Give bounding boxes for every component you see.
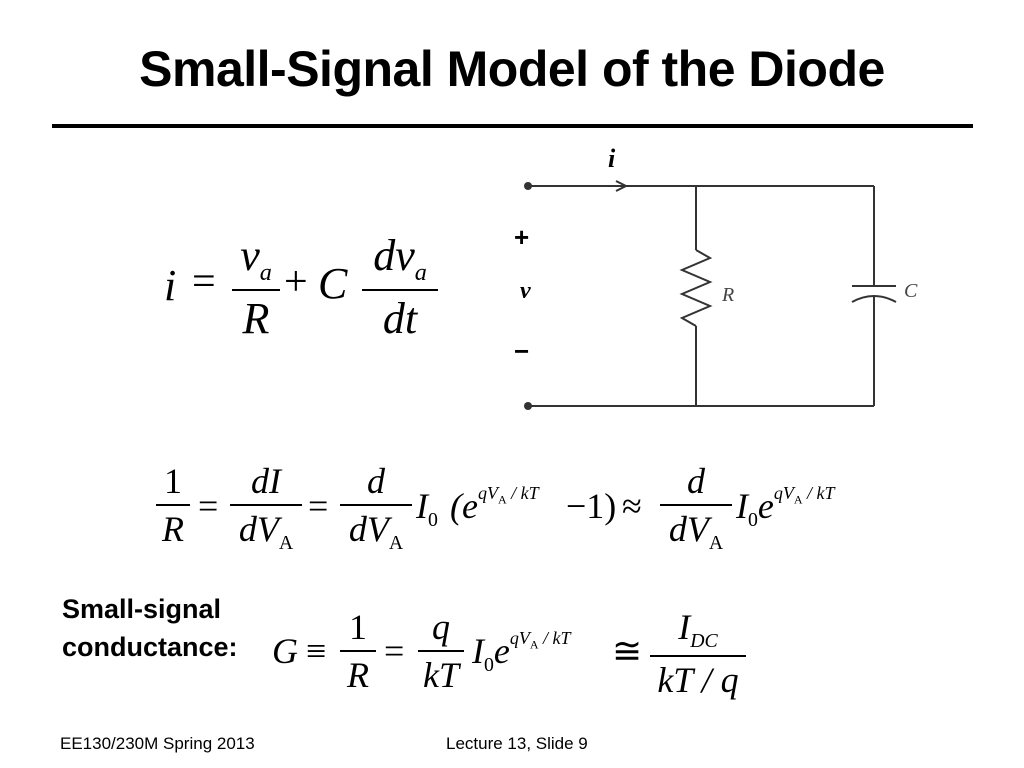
eq2-equals-1: =	[198, 486, 219, 526]
resistor-label: R	[722, 284, 735, 306]
footer-slide-number: Lecture 13, Slide 9	[446, 734, 588, 753]
eq1-equals: =	[192, 259, 216, 305]
slide-title: Small-Signal Model of the Diode	[139, 41, 885, 97]
voltage-label: v	[520, 278, 531, 304]
eq2-approx: ≈	[622, 486, 642, 526]
eq3-frac-2: q kT	[418, 606, 464, 696]
eq1-frac2-den: dt	[382, 293, 418, 343]
circuit-svg	[524, 180, 897, 410]
capacitor-label: C	[904, 280, 918, 302]
circuit-diagram: i + v − R C	[500, 140, 940, 435]
eq2-exponential: (eqVA / kT	[450, 483, 539, 526]
footer-course: EE130/230M Spring 2013	[60, 734, 255, 753]
eq1-lhs: i	[164, 261, 177, 310]
eq2-frac-3: d dVA	[340, 460, 412, 555]
eq1-frac2-num: dva	[373, 231, 427, 286]
eq1-fraction-2: dva dt	[362, 230, 438, 344]
eq2-equals-2: =	[308, 486, 329, 526]
eq1-plus: +	[284, 259, 308, 305]
conductance-label: Small-signal conductance:	[62, 594, 238, 662]
eq1-capacitance: C	[318, 259, 348, 308]
eq2-frac-2: dI dVA	[230, 460, 302, 555]
eq3-frac-1: 1 R	[340, 606, 376, 696]
plus-sign: +	[514, 222, 530, 252]
eq1-fraction-1: va R	[232, 230, 280, 344]
eq1-frac2-bar	[362, 288, 438, 291]
eq2-result: I0eqVA / kT	[736, 483, 835, 532]
eq2-frac-1: 1 R	[156, 460, 190, 550]
eq1-frac1-num: va	[240, 231, 272, 286]
eq3-exponential-term: I0eqVA / kT	[472, 628, 571, 677]
eq2-minus-one: −1)	[566, 486, 617, 526]
eq3-equiv: ≡	[306, 631, 327, 671]
eq3-G: G	[272, 631, 298, 671]
eq3-frac-3: IDC kT / q	[650, 606, 746, 701]
eq2-saturation-current: I0	[416, 486, 438, 532]
eq1-frac1-den: R	[242, 293, 270, 343]
current-label: i	[608, 144, 616, 173]
top-terminal	[524, 182, 532, 190]
bottom-terminal	[524, 402, 532, 410]
eq3-cong: ≅	[612, 631, 643, 671]
eq2-frac-4: d dVA	[660, 460, 732, 555]
resistor-zigzag	[679, 249, 713, 327]
eq3-equals: =	[384, 631, 405, 671]
title-underline	[52, 124, 973, 128]
minus-sign: −	[514, 336, 530, 366]
eq1-frac1-bar	[232, 288, 280, 291]
current-arrow	[615, 180, 629, 192]
